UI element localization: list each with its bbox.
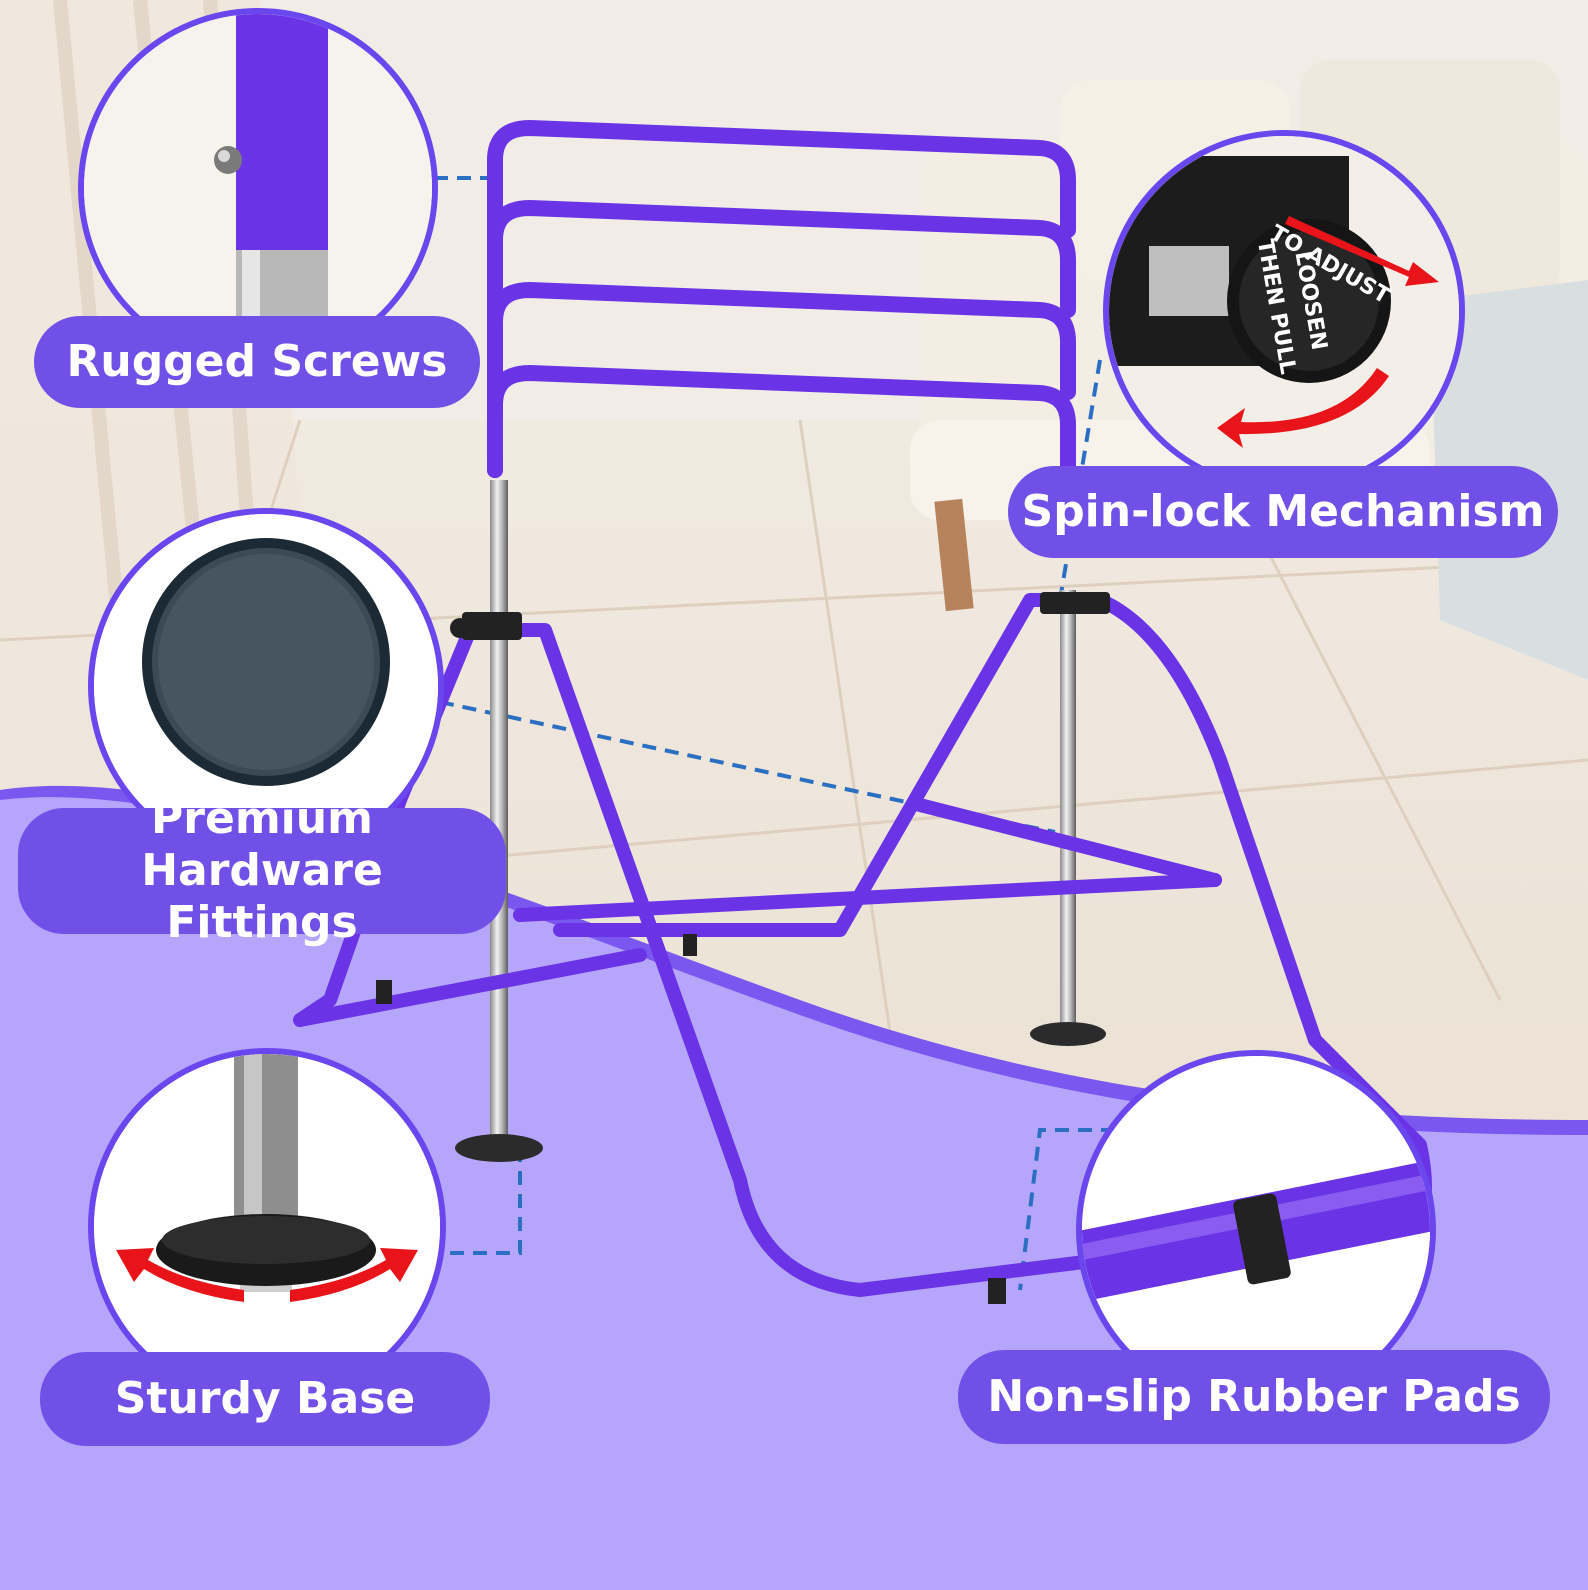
rubber-pad-2 — [376, 980, 392, 1004]
sturdy-base-label: Sturdy Base — [40, 1352, 490, 1446]
spin-lock-label: Spin-lock Mechanism — [1008, 466, 1558, 558]
sturdy-base-zoom — [88, 1048, 446, 1406]
top-clamp-right — [1040, 592, 1110, 614]
hardware-fittings-line-2: Hardware Fittings — [141, 845, 383, 948]
top-clamp-left — [462, 612, 522, 640]
spin-lock-knob-small — [450, 618, 470, 638]
right-pole — [1060, 590, 1076, 1030]
right-base-pad — [1030, 1022, 1106, 1046]
rubber-pad-3 — [683, 934, 697, 956]
spin-lock-zoom: TO ADJUST LOOSEN THEN PULL — [1103, 130, 1465, 492]
rugged-screws-label: Rugged Screws — [34, 316, 480, 408]
rugged-screws-zoom — [78, 8, 438, 368]
rubber-pad-1 — [988, 1278, 1006, 1304]
rotation-arrows-icon — [116, 1248, 418, 1302]
hardware-fittings-line-1: Premium — [151, 793, 373, 844]
left-base-pad — [455, 1134, 543, 1162]
left-pole — [490, 480, 508, 1145]
rubber-pads-label: Non-slip Rubber Pads — [958, 1350, 1550, 1444]
kip-bar — [293, 120, 1432, 1304]
hardware-fittings-label: Premium Hardware Fittings — [18, 793, 506, 948]
hardware-fittings-zoom — [88, 508, 444, 864]
red-arrow-icon — [1217, 216, 1439, 448]
